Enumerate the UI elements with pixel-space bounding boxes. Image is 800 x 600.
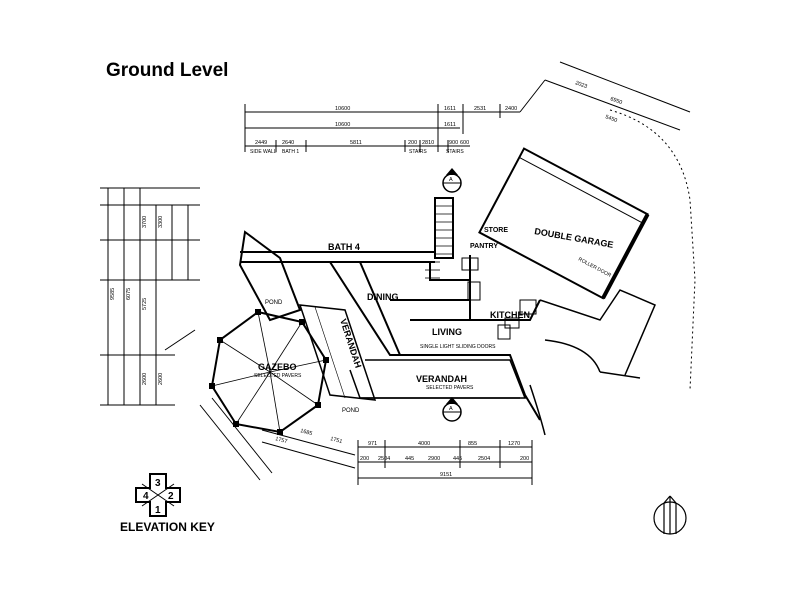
dim-bottom2-445b: 445: [453, 456, 462, 462]
dim-top-10600: 10600: [335, 106, 350, 112]
dim-top3-900: 900: [449, 140, 458, 146]
section-marker-top-letter: A: [449, 177, 453, 183]
dim-left-2600b: 2600: [158, 373, 164, 385]
dim-bottom2-200: 200: [360, 456, 369, 462]
dim-label-stairs-2: STAIRS: [446, 149, 464, 155]
room-label-double-garage: DOUBLE GARAGE: [534, 226, 615, 250]
note-garage-door: ROLLER DOOR: [577, 256, 612, 279]
dim-label-side-wall: SIDE WALL: [250, 149, 277, 155]
dim-top2-1611: 1611: [444, 122, 456, 128]
dim-top3-5811: 5811: [350, 140, 362, 146]
dim-top3-2640: 2640: [282, 140, 294, 146]
dim-left-5725: 5725: [142, 298, 148, 310]
dim-label-stairs: STAIRS: [409, 149, 427, 155]
dim-bottom-left-1751: 1751: [329, 436, 342, 445]
dim-top-2531: 2531: [474, 106, 486, 112]
dim-left-6075: 6075: [126, 288, 132, 300]
page-title: Ground Level: [106, 60, 229, 81]
dim-bottom-9151: 9151: [440, 472, 452, 478]
north-arrow-icon: [653, 495, 687, 535]
room-label-pantry: PANTRY: [470, 243, 498, 250]
note-gazebo-pavers: SELECTED PAVERS: [254, 373, 302, 379]
house-walls: [238, 197, 541, 421]
room-label-store: STORE: [484, 227, 508, 234]
dim-top3-2810: 2810: [422, 140, 434, 146]
room-label-kitchen: KITCHEN: [490, 310, 530, 320]
left-dimension-lines: [100, 187, 200, 406]
dim-left-2600: 2600: [142, 373, 148, 385]
dim-bottom2-445: 445: [405, 456, 414, 462]
room-label-verandah-left: VERANDAH: [338, 318, 363, 370]
room-label-bath: BATH 4: [328, 242, 360, 252]
room-label-pond-bottom: POND: [342, 408, 360, 414]
dim-label-bath: BATH 1: [282, 149, 299, 155]
dim-bottom-855: 855: [468, 441, 477, 447]
kitchen-fixtures: [461, 257, 537, 340]
garage-annex: [529, 289, 656, 436]
stair-treads: [425, 205, 453, 279]
elevation-key-3: 3: [155, 478, 161, 489]
site-boundary: [609, 109, 696, 391]
room-label-gazebo: GAZEBO: [258, 362, 297, 372]
gazebo-posts: [209, 309, 329, 435]
top-dimension-lines: [244, 61, 691, 152]
dim-right-2023: 2023: [574, 80, 588, 90]
dim-left-3300: 3300: [158, 216, 164, 228]
dim-right-6950: 6950: [609, 96, 623, 106]
section-marker-bottom-letter: A: [449, 406, 453, 412]
dim-left-9585: 9585: [110, 288, 116, 300]
garage-walls: [478, 147, 650, 300]
dim-top-2400: 2400: [505, 106, 517, 112]
dim-bottom-left-1757: 1757: [274, 436, 287, 445]
note-verandah-pavers: SELECTED PAVERS: [426, 385, 474, 391]
room-label-living: LIVING: [432, 327, 462, 337]
elevation-key-2: 2: [168, 491, 174, 502]
elevation-key-label: ELEVATION KEY: [120, 520, 215, 534]
dim-top3-600: 600: [460, 140, 469, 146]
dim-left-3700: 3700: [142, 216, 148, 228]
bottom-verandah-outline: [349, 359, 527, 399]
dim-bottom-1270: 1270: [508, 441, 520, 447]
elevation-key-1: 1: [155, 505, 161, 516]
dim-bottom2-2504b: 2504: [478, 456, 490, 462]
room-label-dining: DINING: [367, 292, 399, 302]
room-label-pond-top: POND: [265, 300, 283, 306]
dim-bottom2-2504: 2504: [378, 456, 390, 462]
elevation-key-4: 4: [143, 491, 149, 502]
dim-top2-10600: 10600: [335, 122, 350, 128]
section-marker-top: [442, 168, 462, 193]
dim-bottom-left-1685: 1685: [299, 428, 312, 437]
room-label-verandah-bottom: VERANDAH: [416, 374, 467, 384]
elevation-key-icon: [135, 473, 181, 517]
section-marker-bottom: [442, 397, 462, 422]
dim-top3-2449: 2449: [255, 140, 267, 146]
dim-bottom2-2900: 2900: [428, 456, 440, 462]
dim-bottom-4000: 4000: [418, 441, 430, 447]
dim-bottom2-200b: 200: [520, 456, 529, 462]
dim-bottom-971: 971: [368, 441, 377, 447]
bottom-dimension-lines: [199, 397, 533, 485]
dim-top3-200: 200: [408, 140, 417, 146]
dim-right-5450: 5450: [604, 114, 618, 124]
note-living-doors: SINGLE LIGHT SLIDING DOORS: [420, 344, 496, 350]
left-verandah-outline: [298, 304, 377, 401]
dim-top-1611: 1611: [444, 106, 456, 112]
